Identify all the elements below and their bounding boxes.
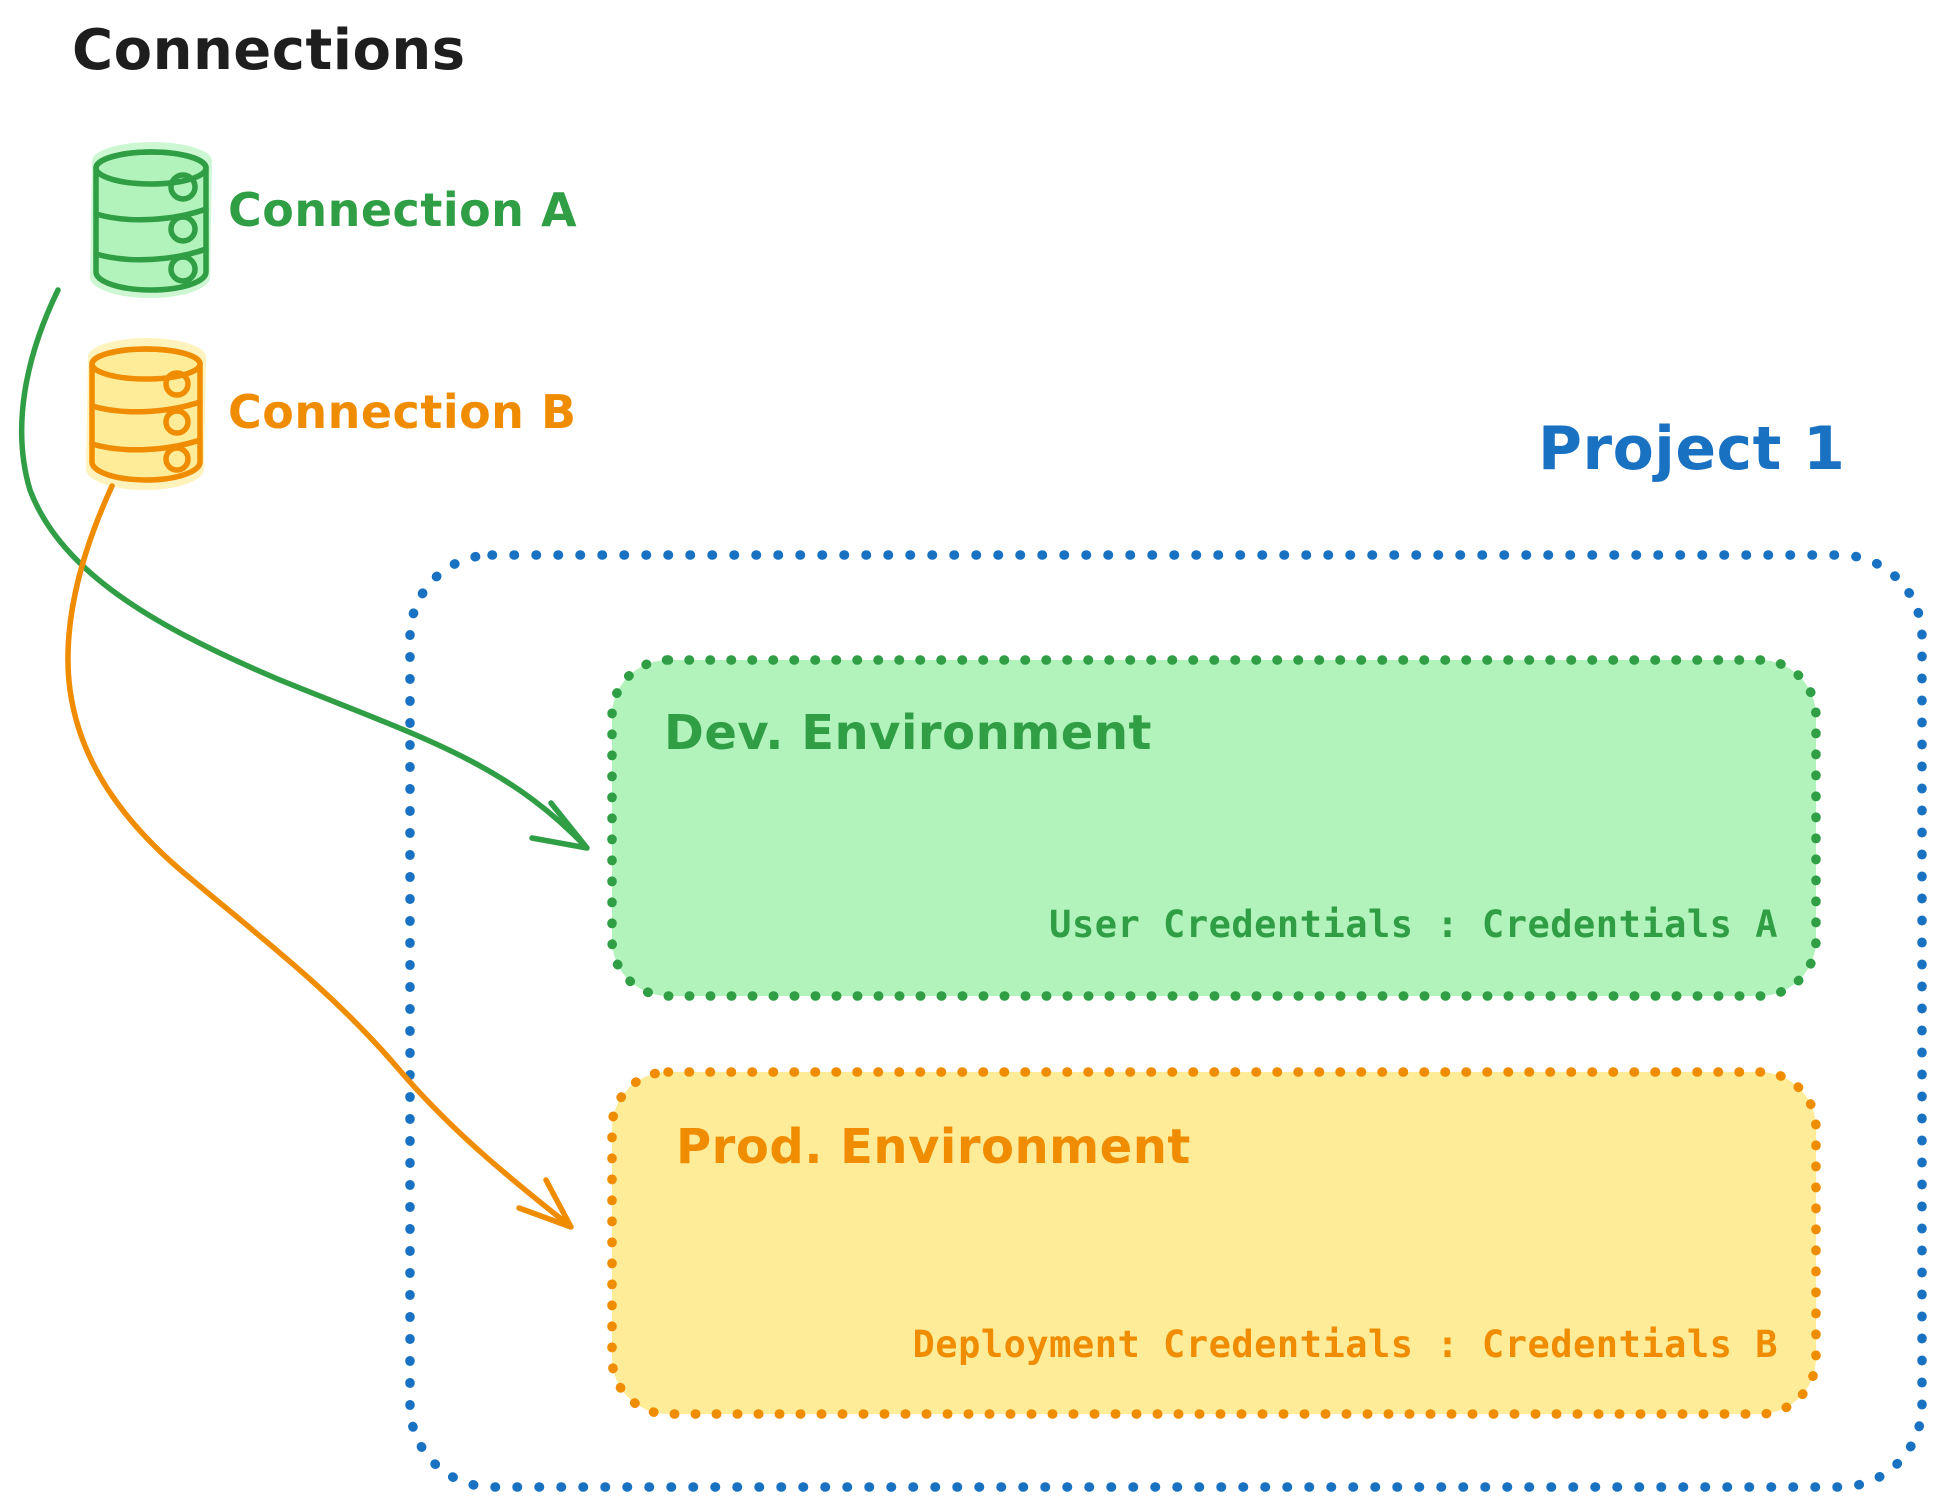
connections-title: Connections bbox=[72, 18, 466, 83]
dev-environment-label: Dev. Environment bbox=[664, 705, 1152, 761]
prod-environment-label: Prod. Environment bbox=[676, 1119, 1191, 1175]
dev-environment-credentials: User Credentials : Credentials A bbox=[1049, 903, 1778, 946]
database-b-separator-2 bbox=[89, 437, 203, 453]
database-b-dot-2 bbox=[163, 408, 191, 436]
database-b-separator-1 bbox=[89, 399, 203, 415]
connection-a-label: Connection A bbox=[228, 183, 578, 237]
arrow-b-head bbox=[516, 1177, 574, 1230]
database-b-top bbox=[89, 346, 203, 382]
connection-b-label: Connection B bbox=[228, 385, 577, 439]
database-icon-connection-a bbox=[89, 142, 213, 299]
database-icon-connection-b bbox=[85, 338, 207, 491]
arrow-connection-a-to-dev bbox=[18, 287, 590, 851]
database-a-top bbox=[93, 149, 209, 187]
dev-environment-box bbox=[607, 655, 1821, 1001]
project-1-title: Project 1 bbox=[1538, 414, 1846, 484]
prod-environment-box bbox=[607, 1067, 1821, 1419]
arrow-a-head bbox=[529, 800, 590, 851]
arrow-connection-b-to-prod bbox=[65, 483, 574, 1230]
prod-environment-credentials: Deployment Credentials : Credentials B bbox=[912, 1323, 1778, 1366]
database-a-dot-3 bbox=[168, 254, 198, 284]
arrow-a-shaft bbox=[18, 287, 589, 850]
database-a-separator-2 bbox=[93, 246, 209, 263]
arrow-b-shaft bbox=[65, 483, 573, 1229]
database-b-dot-1 bbox=[163, 370, 191, 398]
database-a-dot-1 bbox=[168, 172, 198, 202]
database-b-dot-3 bbox=[163, 445, 191, 473]
database-a-separator-1 bbox=[93, 206, 209, 223]
database-a-dot-2 bbox=[168, 214, 198, 244]
